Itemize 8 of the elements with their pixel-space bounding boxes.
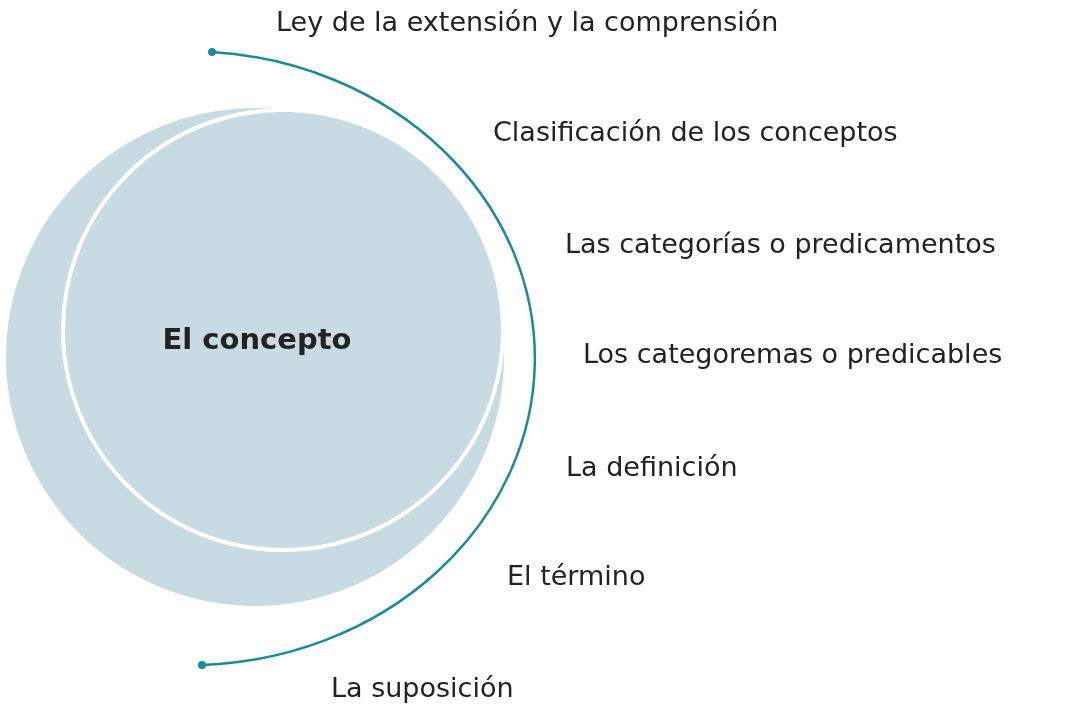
topic-label: Las categorías o predicamentos bbox=[565, 227, 996, 261]
topic-label: Ley de la extensión y la comprensión bbox=[276, 5, 779, 39]
topic-label: El término bbox=[507, 559, 646, 593]
topic-label: La definición bbox=[566, 450, 738, 484]
topic-label: Los categoremas o predicables bbox=[583, 337, 1003, 371]
node-title: El concepto bbox=[162, 322, 352, 356]
topic-label: Clasificación de los conceptos bbox=[493, 115, 898, 149]
topic-label: La suposición bbox=[331, 671, 514, 705]
